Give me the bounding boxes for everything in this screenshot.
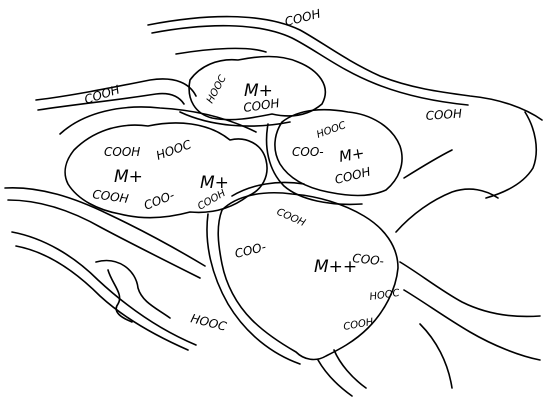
label-cooh-left: COOH [83,82,122,107]
label-hooc-top-cell: HOOC [205,74,229,106]
cell-bottom-stem-2 [318,360,352,396]
label-coo-minus-bottom: COO- [233,240,267,261]
label-cooh-top: COOH [283,7,322,29]
fiber-bottom-squiggle [108,270,132,322]
label-hooc-bottom-cell: HOOC [369,288,400,303]
fiber-center-right [396,189,498,232]
cell-bottom [218,193,398,360]
label-m-plus-center: M+ [200,173,229,193]
cell-bottom-stem-1 [334,350,366,388]
label-hooc-right-cell: HOOC [315,120,347,141]
fiber-bottom-right-3 [420,324,452,388]
label-cooh-bottom-cell-2: COOH [343,317,375,333]
label-hooc-left-cell: HOOC [154,137,193,163]
fiber-bottom-right-1 [400,262,540,316]
label-coo-minus-left: COO- [142,188,177,213]
label-m-plus-left: M+ [114,167,143,187]
fiber-top-3 [176,48,266,54]
label-cooh-bottom-cell: COOH [275,207,308,230]
fiber-top-2 [152,26,468,105]
fiber-strands [5,17,542,388]
label-cooh-right: COOH [425,106,462,122]
label-cooh-left-cell-1: COOH [104,145,140,159]
fiber-low-1 [12,232,196,345]
label-m-x-right: M+ [338,144,366,166]
label-hooc-bottom-left: HOOC [189,311,228,334]
fiber-center-right-2 [404,150,452,178]
label-m-plus-plus: M++ [314,257,357,277]
cell-left-outer [60,107,256,134]
fiber-right-edge [486,112,536,198]
cell-bottom-outer [207,214,300,364]
fiber-bottom-right-2 [404,290,540,360]
label-coo-minus-right: COO- [292,145,324,159]
label-cooh-left-cell-2: COOH [92,187,130,206]
label-cooh-right-cell: COOH [333,165,372,187]
cell-outlines [60,57,402,397]
